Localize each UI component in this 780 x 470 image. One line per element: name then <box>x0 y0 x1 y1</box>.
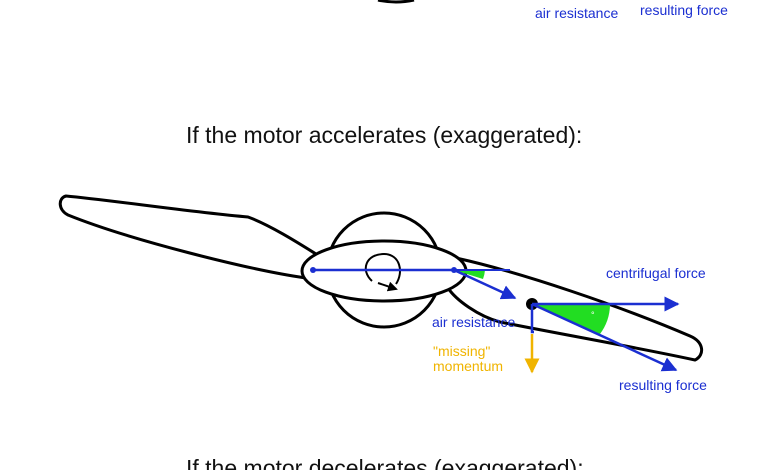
air-resistance-arrow <box>453 268 517 300</box>
accelerate-heading: If the motor accelerates (exaggerated): <box>186 122 582 148</box>
top-section: air resistance resulting force <box>377 0 728 21</box>
top-resulting-force-label: resulting force <box>640 2 728 18</box>
top-air-resistance-label: air resistance <box>535 5 618 21</box>
missing-momentum-label-line2: momentum <box>433 358 503 374</box>
missing-momentum-label-line1: "missing" <box>433 343 490 359</box>
centrifugal-force-label: centrifugal force <box>606 265 706 281</box>
degree-mark: ° <box>591 310 595 320</box>
top-hub-arc <box>377 0 415 4</box>
hub-center-dot <box>310 267 316 273</box>
left-propeller-blade <box>58 194 318 280</box>
resulting-force-label: resulting force <box>619 377 707 393</box>
air-resistance-label: air resistance <box>432 314 515 330</box>
resulting-force-arrow <box>531 302 678 372</box>
air-resistance-bracket <box>530 304 534 334</box>
decelerate-heading: If the motor decelerates (exaggerated): <box>186 455 584 470</box>
resulting-angle-wedge <box>532 304 610 334</box>
accelerate-diagram: ° centrifugal force air resistance "miss… <box>58 194 707 393</box>
